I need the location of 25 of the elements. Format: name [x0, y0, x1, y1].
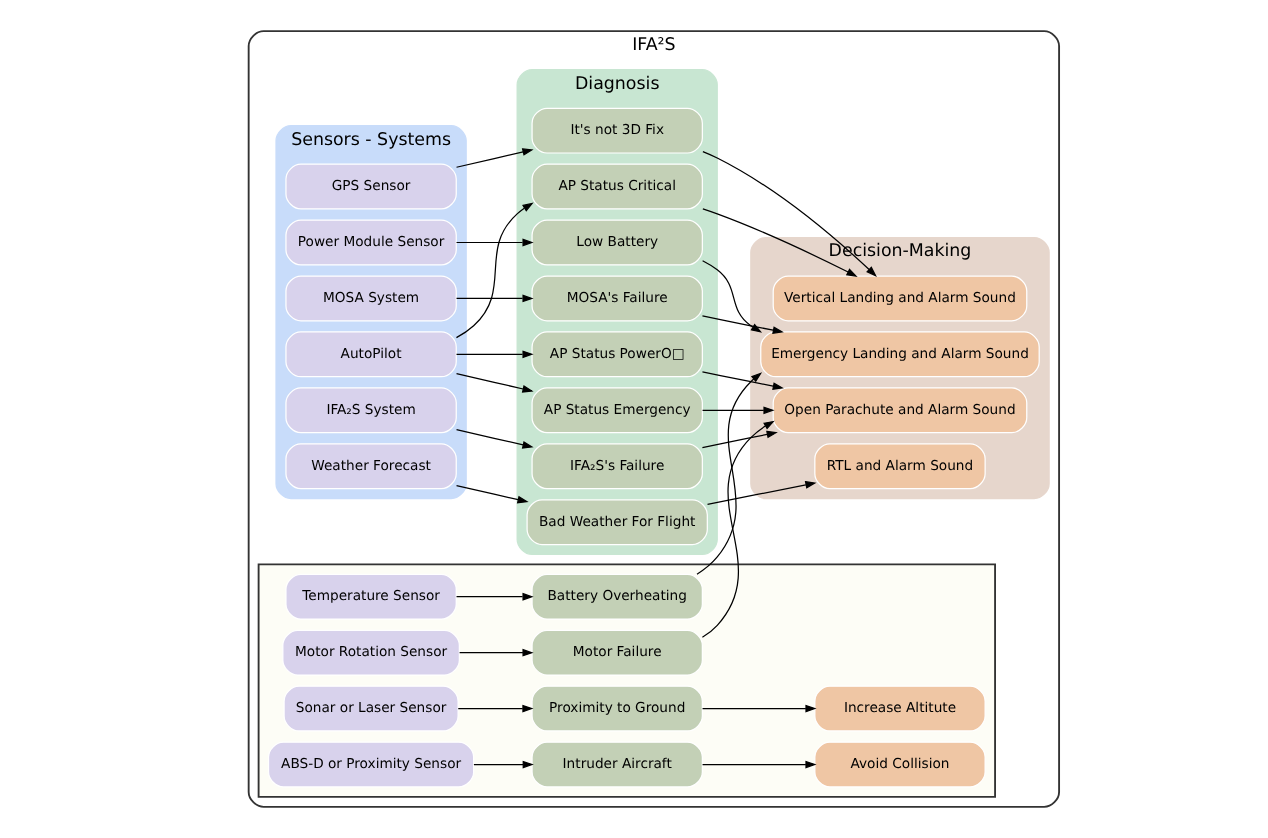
arrow — [454, 592, 533, 601]
arrow — [700, 315, 783, 334]
arrow — [458, 648, 533, 657]
arrow — [454, 484, 528, 504]
arrow — [454, 238, 533, 247]
arrow — [700, 371, 783, 390]
arrow — [700, 704, 816, 713]
arrow — [701, 208, 857, 277]
arrow — [454, 350, 533, 359]
arrow — [454, 429, 533, 449]
arrow — [695, 372, 762, 575]
arrow — [454, 202, 533, 339]
arrow — [456, 704, 533, 713]
arrow — [700, 420, 774, 638]
arrow — [454, 294, 533, 303]
arrow — [705, 481, 816, 505]
arrow — [472, 760, 533, 769]
cluster — [256, 563, 995, 798]
arrow — [454, 373, 533, 393]
arrow — [701, 260, 762, 333]
arrow — [454, 148, 533, 168]
arrow — [700, 760, 816, 769]
arrow — [701, 150, 876, 277]
arrow — [700, 430, 777, 449]
arrow — [700, 406, 774, 415]
